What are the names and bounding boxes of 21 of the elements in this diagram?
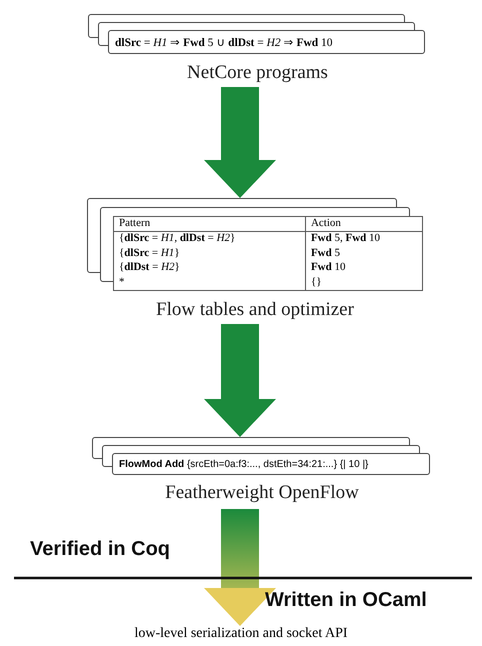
section-label: Written in OCaml [265,589,427,612]
arrow [204,87,276,198]
table-cell: Fwd 10 [304,261,422,276]
arrow [204,324,276,437]
column-header: Action [304,217,422,232]
node-label: Flow tables and optimizer [155,299,355,321]
table-cell-text: {dlDst = H2} [118,261,181,276]
code-text: FlowMod Add {srcEth=0a:f3:..., dstEth=34:21:...} {| 10 |} [119,458,368,470]
table-cell-text: {dlSrc = H1, dlDst = H2} [118,232,236,246]
table-cell: Fwd 5 [304,246,422,262]
table-cell: {} [304,276,422,290]
column-header: Pattern [114,217,305,232]
arrow [204,509,276,626]
node-label: NetCore programs [187,62,328,83]
table-cell: Fwd 5, Fwd 10 [304,232,422,247]
node-label: low-level serialization and socket API [133,626,349,642]
table-cell-text: * [118,276,126,290]
section-label: Verified in Coq [30,538,170,561]
code-text: dlSrc = H1 ⇒ Fwd 5 ∪ dlDst = H2 ⇒ Fwd 10 [115,36,333,49]
node-label: Featherweight OpenFlow [165,482,359,503]
table-cell-text: {dlSrc = H1} [118,246,181,261]
